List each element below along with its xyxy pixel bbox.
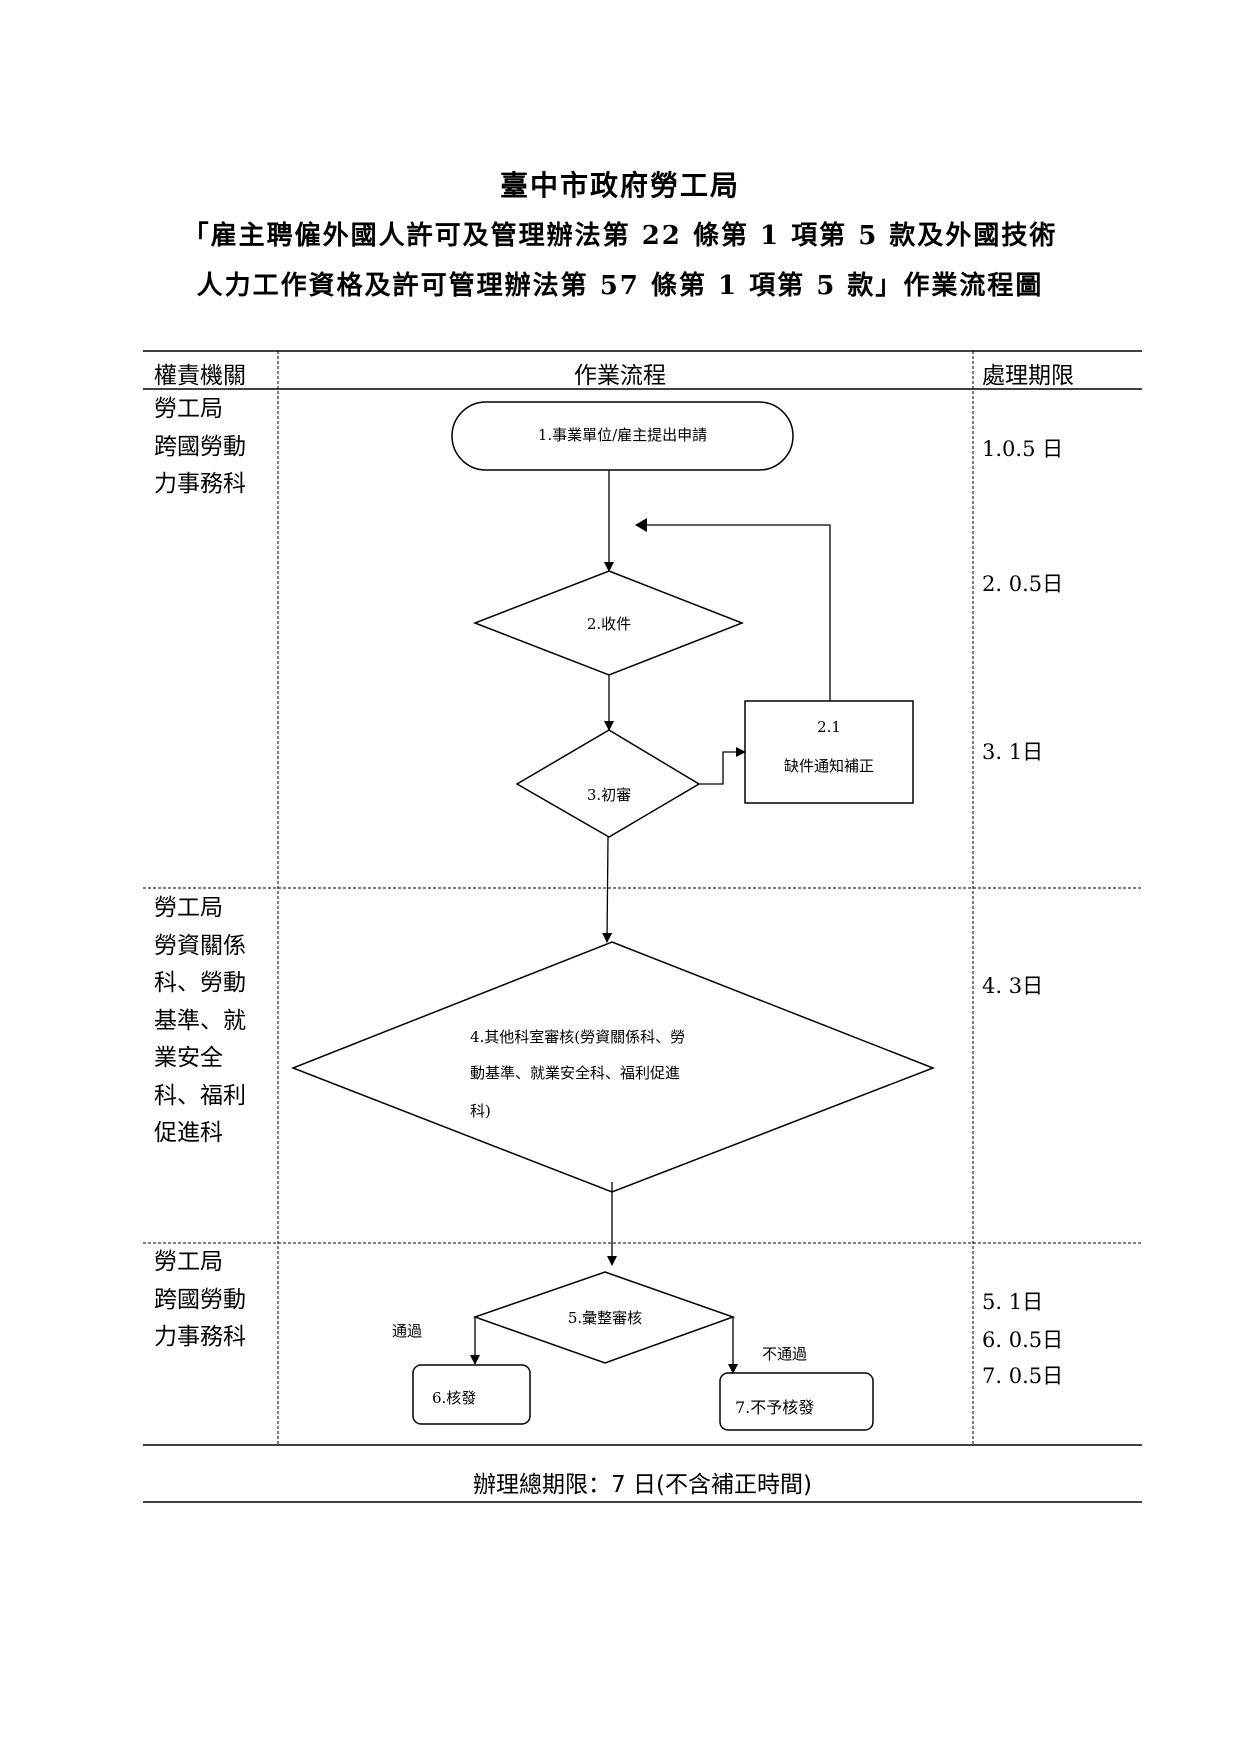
org-line: 力事務科 [154,471,246,497]
node-4-label-2: 動基準、就業安全科、福利促進 [470,1064,681,1082]
title-agency: 臺中市政府勞工局 [499,169,740,202]
node-5-label: 5.彙整審核 [567,1309,643,1327]
org-line: 科、勞動 [154,970,246,996]
org-line: 勞工局 [154,895,223,921]
deadline-step-6: 6. 0.5日 [982,1328,1064,1352]
arrow-3-to-2-1 [699,747,746,785]
node-7-label: 7.不予核發 [735,1398,815,1417]
node-4-label-1: 4.其他科室審核(勞資關係科、勞 [470,1028,686,1046]
deadline-step-4: 4. 3日 [982,974,1044,998]
row-2-authority: 勞工局 勞資關係 科、勞動 基準、就 業安全 科、福利 促進科 [154,890,246,1153]
org-line: 勞工局 [154,396,223,422]
org-line: 促進科 [154,1120,223,1146]
total-deadline: 辦理總期限：7 日(不含補正時間) [473,1472,812,1498]
deadline-step-2: 2. 0.5日 [982,572,1064,596]
org-line: 跨國勞動 [154,1286,246,1313]
deadline-step-5: 5. 1日 [982,1290,1044,1314]
node-7-box [719,1372,874,1431]
pass-label: 通過 [392,1322,423,1340]
deadline-step-7: 7. 0.5日 [982,1364,1064,1388]
node-2-1-number: 2.1 [817,718,841,736]
org-line: 跨國勞動 [154,433,246,460]
arrow-2-1-return [635,518,831,701]
node-2-1-box [744,700,914,804]
org-line: 業安全 [154,1045,223,1071]
node-4-label-3: 科) [470,1102,491,1120]
node-6-box [412,1364,531,1425]
title-line-3: 人力工作資格及許可管理辦法第 57 條第 1 項第 5 款」作業流程圖 [196,271,1044,301]
row-1-authority: 勞工局 跨國勞動 力事務科 [154,391,246,504]
org-line: 力事務科 [154,1324,246,1350]
node-5-diamond [472,1271,736,1364]
node-2-label: 2.收件 [586,615,632,633]
org-line: 科、福利 [154,1082,246,1109]
org-line: 基準、就 [154,1007,246,1034]
header-authority: 權責機關 [154,363,246,389]
node-3-diamond [515,729,701,838]
node-1-terminal [451,401,794,471]
row-3-authority: 勞工局 跨國勞動 力事務科 [154,1244,246,1357]
deadline-step-1: 1.0.5 日 [982,437,1064,461]
header-process: 作業流程 [574,363,666,389]
node-6-label: 6.核發 [432,1389,477,1407]
fail-label: 不通過 [762,1345,808,1363]
title-line-2: 「雇主聘僱外國人許可及管理辦法第 22 條第 1 項第 5 款及外國技術 [182,221,1058,251]
org-line: 勞工局 [154,1249,223,1275]
node-1-label: 1.事業單位/雇主提出申請 [537,426,708,444]
arrow-3-to-4 [602,836,613,943]
node-2-1-label: 缺件通知補正 [783,757,874,775]
deadline-step-3: 3. 1日 [982,740,1044,764]
org-line: 勞資關係 [154,932,246,959]
header-deadline: 處理期限 [982,363,1074,389]
node-3-label: 3.初審 [586,786,632,804]
